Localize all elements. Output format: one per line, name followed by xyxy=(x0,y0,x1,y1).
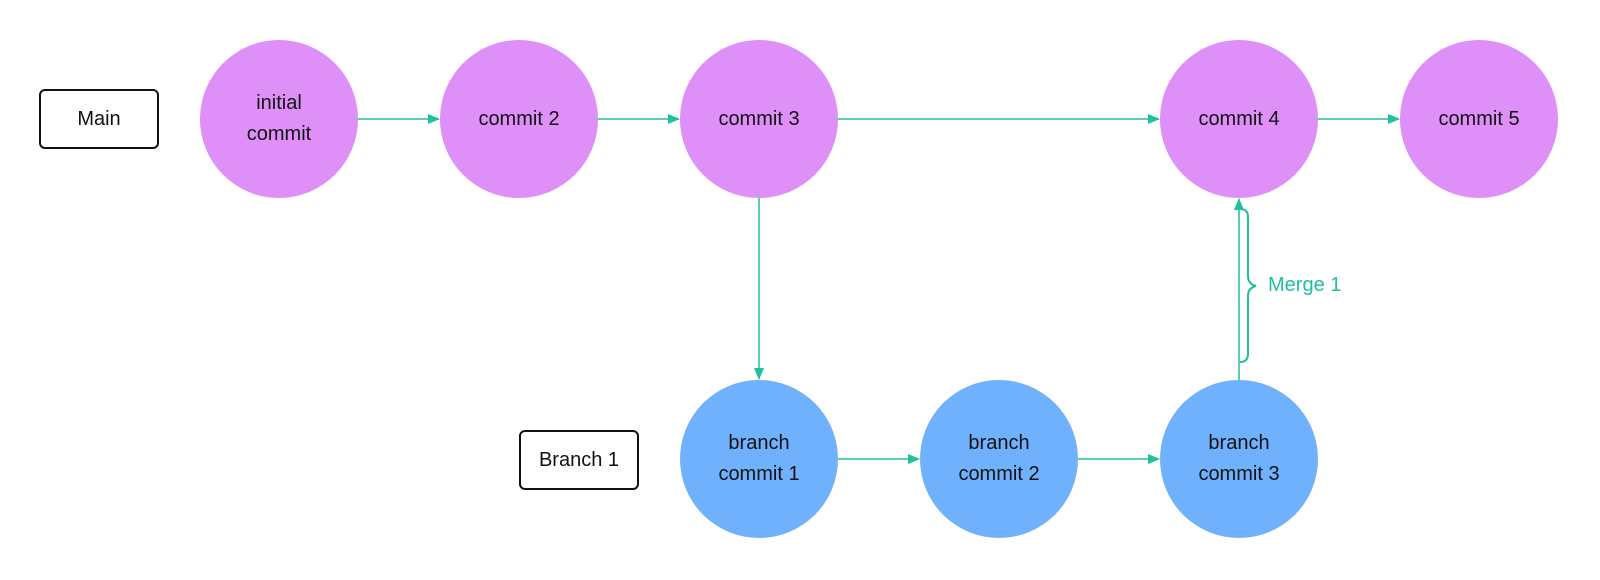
commit-node-4[interactable]: commit 4 xyxy=(1160,40,1318,198)
lane-label-main: Main xyxy=(39,89,159,149)
branch-commit-node-3[interactable]: branch commit 3 xyxy=(1160,380,1318,538)
lane-label-branch-1: Branch 1 xyxy=(519,430,639,490)
commit-node-5[interactable]: commit 5 xyxy=(1400,40,1558,198)
branch-commit-node-1[interactable]: branch commit 1 xyxy=(680,380,838,538)
commit-node-initial[interactable]: initial commit xyxy=(200,40,358,198)
branch-commit-node-2[interactable]: branch commit 2 xyxy=(920,380,1078,538)
commit-node-3[interactable]: commit 3 xyxy=(680,40,838,198)
merge-label: Merge 1 xyxy=(1268,274,1342,296)
commit-node-2[interactable]: commit 2 xyxy=(440,40,598,198)
merge-brace xyxy=(1239,208,1257,363)
